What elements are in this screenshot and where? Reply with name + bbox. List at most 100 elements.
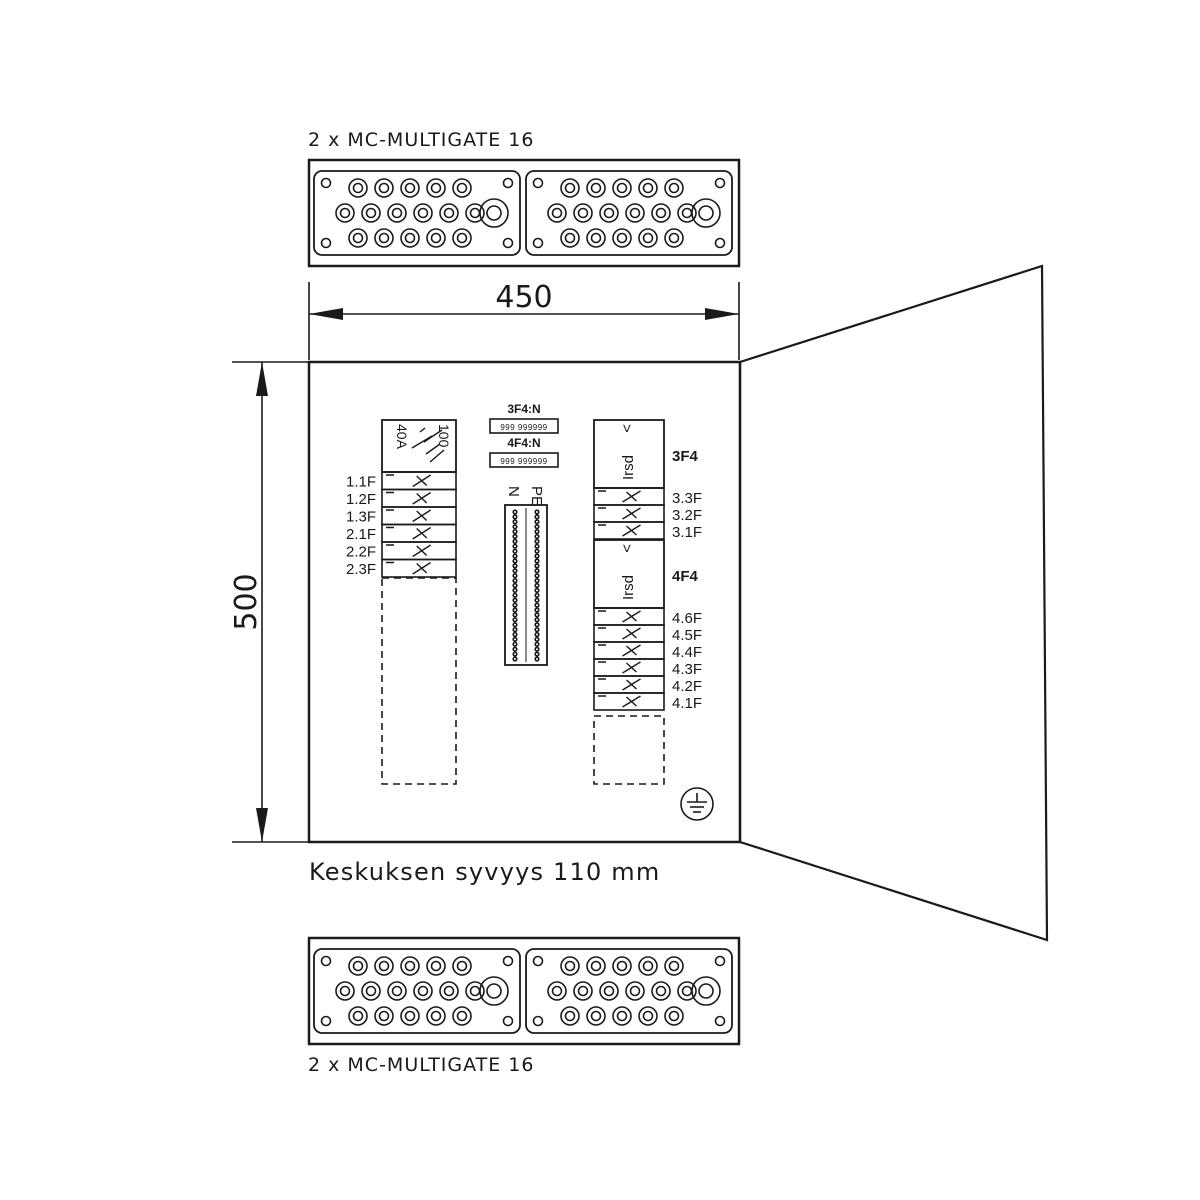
breaker-label: 1.1F (346, 474, 376, 491)
gland-label-bottom: 2 x MC-MULTIGATE 16 (308, 1054, 534, 1076)
breaker (593, 504, 665, 523)
terminal-hole-icon (512, 538, 518, 545)
terminal-hole-icon (512, 592, 518, 598)
terminal-hole-icon (534, 524, 540, 530)
mounting-screw-icon (714, 1015, 726, 1027)
cable-entry-icon (374, 178, 394, 198)
cable-entry-icon (439, 203, 459, 223)
pe-n-terminal-strip: PE N (504, 486, 548, 666)
mounting-screw-icon (532, 955, 544, 967)
terminal-hole-icon (534, 607, 540, 613)
breaker-symbol-icon (386, 561, 432, 575)
rcd-device-text: Irsd (620, 455, 637, 480)
terminal-hole-icon (512, 641, 518, 647)
terminal-hole-icon (534, 558, 540, 564)
cable-entry-icon (400, 1006, 420, 1026)
breaker (381, 506, 457, 526)
rcd-symbol: > (618, 544, 635, 553)
terminal-hole-icon (534, 514, 540, 520)
terminal-hole-icon (534, 538, 540, 545)
terminal-hole-icon (534, 587, 540, 594)
terminal-hole-icon (512, 602, 518, 608)
mounting-screw-icon (714, 177, 726, 189)
terminal-hole-icon (512, 651, 518, 657)
cable-entry-icon (426, 1006, 446, 1026)
terminal-hole-icon (512, 617, 518, 623)
cable-entry-icon (586, 1006, 606, 1026)
cable-entry-icon (335, 203, 355, 223)
cable-entry-icon (465, 203, 485, 223)
cable-entry-icon (677, 981, 697, 1001)
breaker-symbol-icon (386, 474, 432, 488)
breaker-label: 1.3F (346, 509, 376, 526)
cable-entry-icon (664, 228, 684, 248)
terminal-hole-icon (512, 626, 518, 633)
cable-entry-icon (638, 956, 658, 976)
cable-entry-icon (612, 178, 632, 198)
terminal-hole-icon (512, 582, 518, 589)
main-switch-id: 100 (436, 424, 452, 448)
mounting-screw-icon (502, 177, 514, 189)
cable-entry-icon (413, 981, 433, 1001)
cable-entry-icon (638, 1006, 658, 1026)
cable-entry-icon (335, 981, 355, 1001)
terminal-hole-icon (534, 509, 540, 515)
terminal-hole-icon (512, 563, 518, 569)
terminal-hole-icon (534, 631, 540, 638)
terminal-hole-icon (512, 577, 518, 584)
terminal-hole-icon (512, 587, 518, 594)
terminal-hole-icon (512, 514, 518, 520)
cable-entry-icon (638, 178, 658, 198)
breaker-symbol-icon (386, 491, 432, 505)
cable-entry-icon (400, 178, 420, 198)
cable-entry-icon (547, 203, 567, 223)
cable-entry-icon (452, 1006, 472, 1026)
terminal-hole-icon (512, 548, 518, 554)
cable-entry-icon (439, 981, 459, 1001)
terminal-hole-icon (512, 631, 518, 638)
cable-entry-icon (400, 228, 420, 248)
terminal-hole-icon (534, 577, 540, 584)
cable-entry-icon (452, 228, 472, 248)
breaker (593, 521, 665, 540)
breaker-symbol-icon (598, 610, 641, 623)
terminal-hole-icon (512, 646, 518, 652)
mounting-screw-icon (320, 1015, 332, 1027)
breaker-label: 4.4F (672, 644, 702, 661)
terminal-hole-icon (534, 553, 540, 559)
rcd-symbol: > (618, 424, 635, 433)
cable-entry-icon (348, 178, 368, 198)
breaker-symbol-icon (598, 678, 641, 691)
cable-entry-icon (664, 1006, 684, 1026)
multigate-frame-bottom-left (313, 948, 521, 1034)
mounting-screw-icon (714, 237, 726, 249)
terminal-hole-icon (534, 528, 540, 535)
breaker-symbol-icon (598, 661, 641, 674)
rcd-group-name: 3F4 (672, 448, 699, 465)
breaker-symbol-icon (386, 544, 432, 558)
left-breaker-column: 1.1F1.2F1.3F2.1F2.2F2.3F (346, 471, 457, 578)
mounting-screw-icon (532, 177, 544, 189)
breaker (593, 607, 665, 626)
multigate-frame-top-left (313, 170, 521, 256)
n-bar-marking: 999 999999 (500, 423, 547, 432)
rcd-group-name: 4F4 (672, 568, 699, 585)
cable-entry-icon (560, 228, 580, 248)
terminal-hole-icon (512, 568, 518, 574)
breaker (593, 692, 665, 711)
breaker (593, 624, 665, 643)
breaker-symbol-icon (598, 507, 641, 520)
terminal-hole-icon (534, 617, 540, 623)
cable-entry-icon (573, 981, 593, 1001)
cable-entry-icon (573, 203, 593, 223)
breaker (381, 558, 457, 578)
mounting-screw-icon (320, 177, 332, 189)
breaker-label: 4.1F (672, 695, 702, 712)
cable-entry-icon (625, 981, 645, 1001)
cable-entry-icon (651, 981, 671, 1001)
main-switch-rating: 40A (394, 424, 410, 450)
ground-icon (680, 787, 714, 821)
breaker (381, 488, 457, 508)
